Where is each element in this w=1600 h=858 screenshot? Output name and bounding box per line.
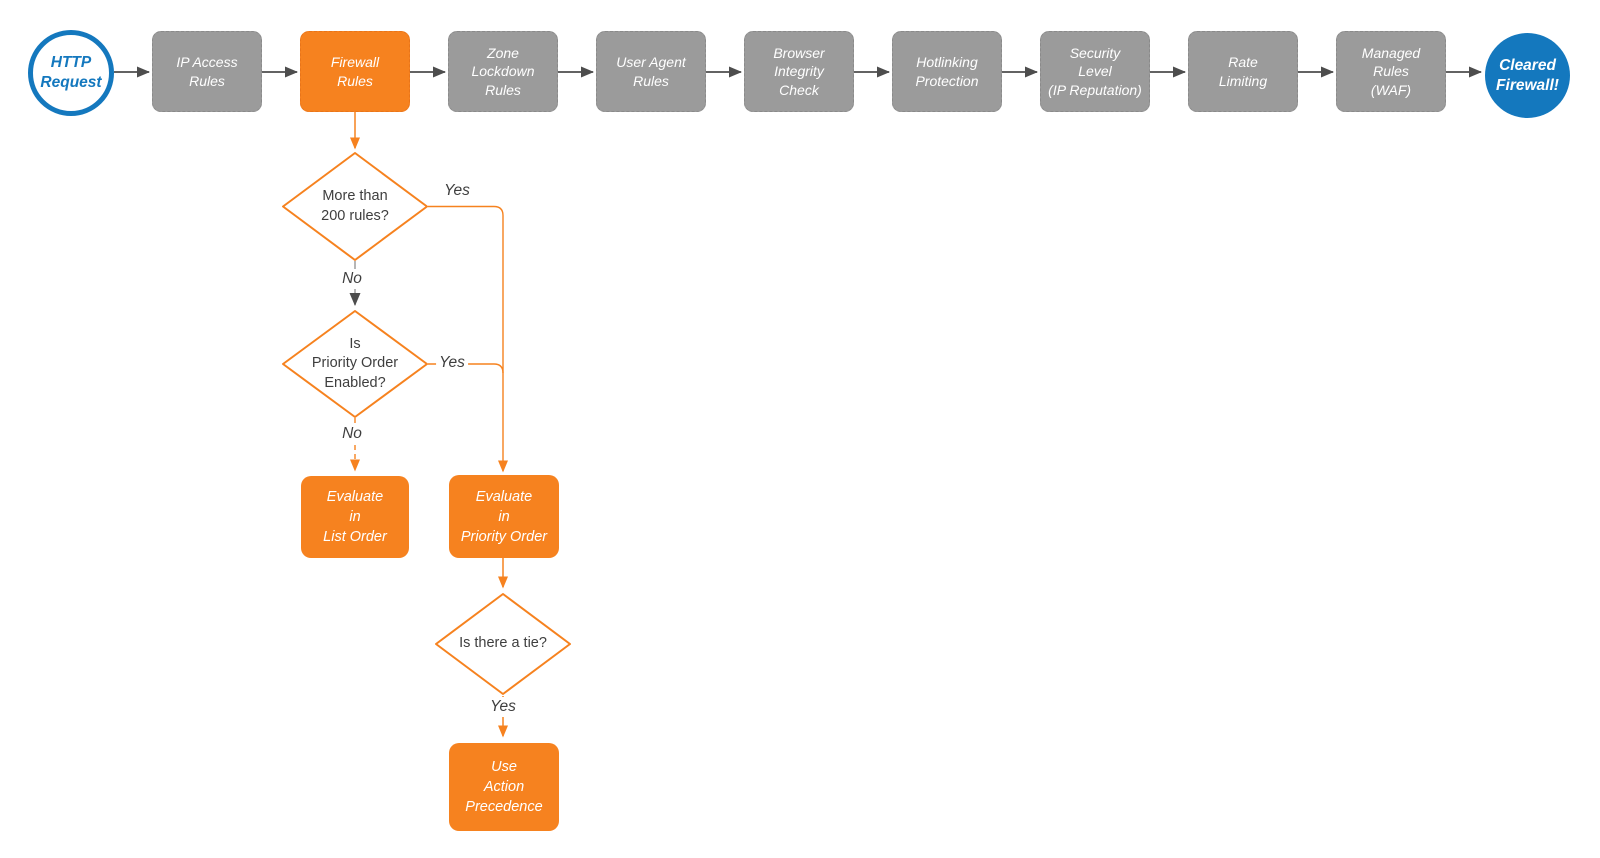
edge-label-no-priority: No — [339, 424, 365, 444]
decision-question: Is there a tie? — [459, 635, 547, 652]
stage-ip-access-rules: IP Access Rules — [152, 31, 262, 112]
stage-zone-lockdown-rules: Zone Lockdown Rules — [448, 31, 558, 112]
stage-label: IP Access Rules — [176, 54, 238, 89]
stage-label: Hotlinking Protection — [915, 54, 979, 89]
decision-priority-order-enabled: Is Priority Order Enabled? — [281, 309, 429, 419]
diamond-shape — [282, 310, 428, 418]
stage-label: Security Level (IP Reputation) — [1048, 44, 1142, 98]
edge-label-no-200-rules: No — [339, 269, 365, 289]
decision-more-than-200-rules: More than 200 rules? — [281, 151, 429, 262]
action-evaluate-priority-order: Evaluate in Priority Order — [449, 475, 559, 558]
stage-user-agent-rules: User Agent Rules — [596, 31, 706, 112]
action-label: Use Action Precedence — [465, 759, 543, 815]
stage-managed-rules-waf: Managed Rules (WAF) — [1336, 31, 1446, 112]
stage-label: User Agent Rules — [616, 54, 686, 89]
connector-decision-200-yes — [428, 205, 508, 473]
action-label: Evaluate in List Order — [323, 489, 387, 545]
end-node-cleared-firewall: Cleared Firewall! — [1485, 33, 1570, 118]
stage-label: Managed Rules (WAF) — [1361, 44, 1421, 98]
stage-label: Rate Limiting — [1218, 54, 1268, 89]
stage-label: Zone Lockdown Rules — [471, 44, 535, 98]
stage-label: Firewall Rules — [330, 54, 380, 89]
decision-question: More than 200 rules? — [321, 187, 389, 224]
action-label: Evaluate in Priority Order — [460, 488, 548, 545]
action-evaluate-list-order: Evaluate in List Order — [301, 476, 409, 558]
decision-is-there-a-tie: Is there a tie? — [434, 592, 572, 696]
stage-security-level: Security Level (IP Reputation) — [1040, 31, 1150, 112]
action-use-action-precedence: Use Action Precedence — [449, 743, 559, 831]
edge-label-yes-200-rules: Yes — [441, 181, 473, 201]
stage-browser-integrity-check: Browser Integrity Check — [744, 31, 854, 112]
stage-rate-limiting: Rate Limiting — [1188, 31, 1298, 112]
diamond-shape — [435, 593, 571, 695]
stage-firewall-rules: Firewall Rules — [300, 31, 410, 112]
decision-question: Is Priority Order Enabled? — [311, 335, 399, 391]
start-node-http-request: HTTP Request — [28, 30, 114, 116]
cleared-firewall-label: Cleared Firewall! — [1496, 56, 1559, 94]
http-request-label: HTTP Request — [40, 54, 102, 91]
stage-label: Browser Integrity Check — [773, 44, 825, 98]
edge-label-yes-tie: Yes — [487, 697, 519, 717]
stage-hotlinking-protection: Hotlinking Protection — [892, 31, 1002, 112]
edge-label-yes-priority: Yes — [436, 353, 468, 373]
diamond-shape — [282, 152, 428, 261]
